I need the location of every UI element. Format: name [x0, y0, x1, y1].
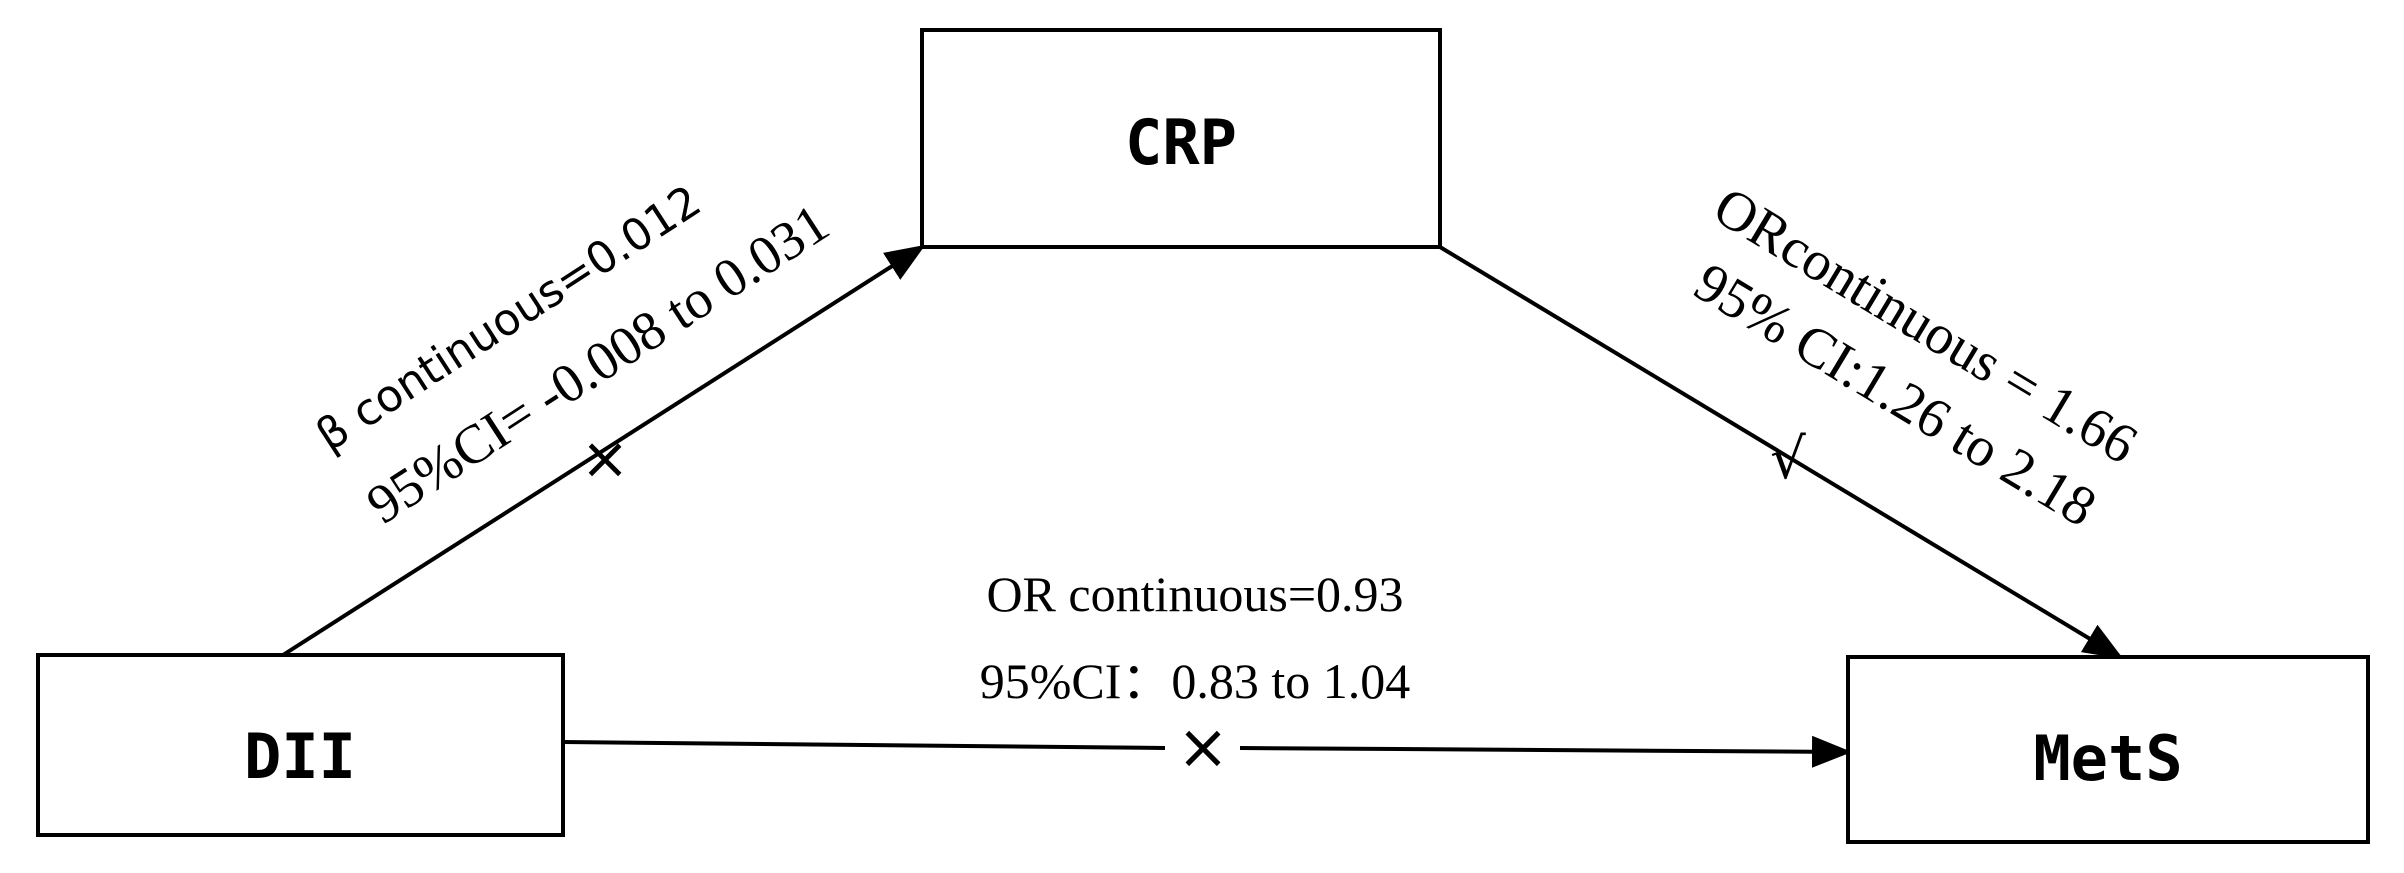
annotation-dii-mets-line1: OR continuous=0.93 — [986, 566, 1403, 622]
edge-dii-to-mets-left — [562, 740, 1166, 750]
edge-crp-to-mets — [1438, 245, 2124, 660]
annotation-dii-crp: β continuous=0.012 95%CI= -0.008 to 0.03… — [308, 176, 840, 536]
node-mets-label: MetS — [2033, 722, 2182, 795]
node-dii-box — [36, 653, 565, 837]
edge-dii-to-mets-right — [1239, 735, 1852, 768]
annotation-crp-mets: ORcontinuous = 1.66 95% CI:1.26 to 2.18 — [1684, 175, 2148, 539]
node-crp-label: CRP — [1125, 106, 1237, 179]
edge-dii-to-crp — [281, 244, 926, 657]
node-mets-box — [1846, 655, 2370, 844]
mark-crp-mets: √ — [1770, 427, 1806, 492]
node-dii-label: DII — [244, 720, 356, 793]
mark-dii-crp: × — [581, 424, 630, 492]
annotation-dii-mets-line2: 95%CI：0.83 to 1.04 — [980, 653, 1411, 709]
node-crp-box — [920, 28, 1442, 249]
mark-dii-mets: × — [1177, 710, 1229, 783]
